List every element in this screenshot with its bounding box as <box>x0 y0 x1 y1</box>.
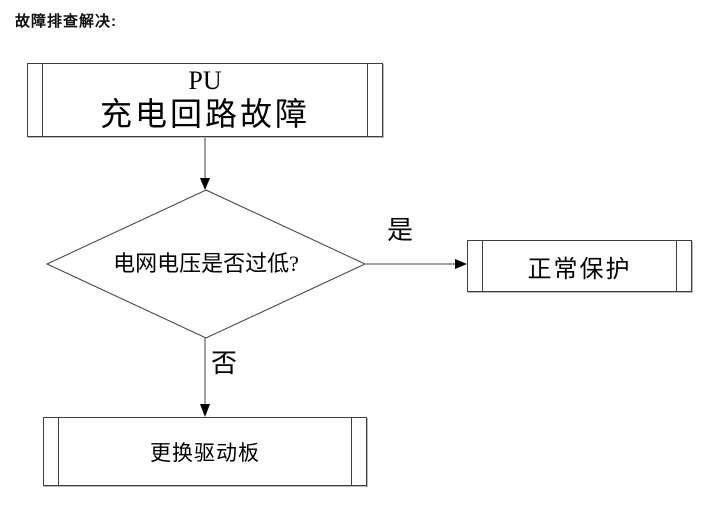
predefined-process-bar-right <box>367 64 368 136</box>
page-title: 故障排查解决: <box>15 13 117 30</box>
start-node-line2: 充电回路故障 <box>99 96 310 132</box>
yes-edge-label: 是 <box>387 216 414 245</box>
no-edge-label: 否 <box>211 349 238 378</box>
start-node-line1: PU <box>188 66 222 95</box>
arrowhead-right-icon <box>455 259 467 269</box>
arrowhead-down-icon <box>200 178 210 190</box>
predefined-process-bar-left <box>42 64 43 136</box>
predefined-process-bar-right <box>351 418 352 485</box>
decision-node-label: 电网电压是否过低? <box>113 251 299 276</box>
no-result-node-label: 更换驱动板 <box>150 440 260 465</box>
yes-result-node-label: 正常保护 <box>527 256 632 283</box>
start-node-charging-circuit-fault: PU 充电回路故障 <box>27 63 383 137</box>
arrowhead-down-icon <box>200 404 210 417</box>
predefined-process-bar-right <box>676 241 677 291</box>
decision-diamond-shape <box>45 189 367 339</box>
no-result-node-replace-drive-board: 更换驱动板 <box>43 417 367 486</box>
predefined-process-bar-left <box>482 241 483 291</box>
predefined-process-bar-left <box>58 418 59 485</box>
yes-result-node-normal-protection: 正常保护 <box>467 240 692 292</box>
